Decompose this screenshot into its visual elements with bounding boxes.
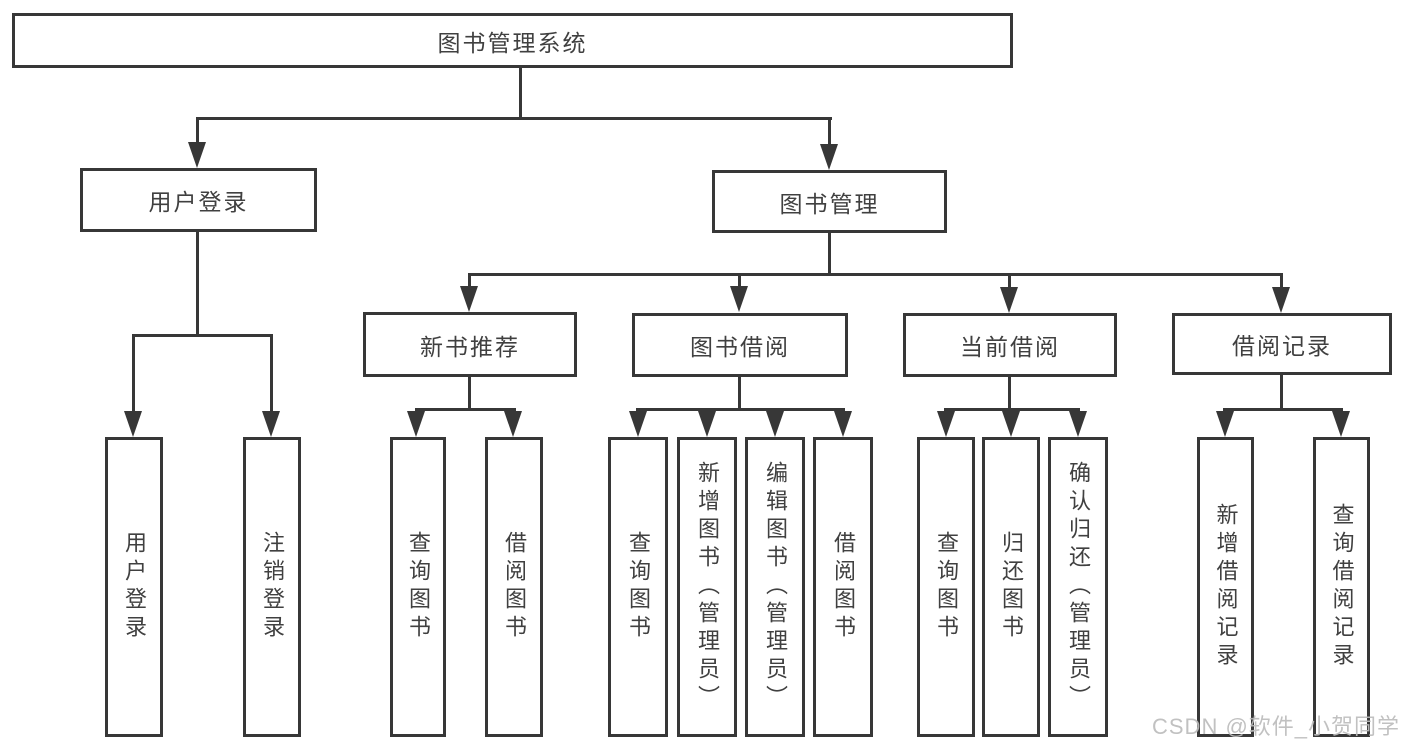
arrowhead-down-icon — [629, 411, 647, 437]
leaf-bb-query-book: 查询图书 — [608, 437, 668, 737]
leaf-cb-return-book: 归还图书 — [982, 437, 1040, 737]
edge-nbr-branch — [415, 408, 516, 411]
leaf-user-login: 用户登录 — [105, 437, 163, 737]
leaf-bb-edit-book-admin: 编辑图书（管理员） — [745, 437, 805, 737]
arrowhead-down-icon — [407, 411, 425, 437]
edge-bb-branch — [636, 408, 845, 411]
arrowhead-down-icon — [504, 411, 522, 437]
arrowhead-down-icon — [1272, 287, 1290, 313]
edge-root-stem — [519, 67, 522, 118]
node-borrow-record: 借阅记录 — [1172, 313, 1392, 375]
edge-to-new-book-recommend — [468, 273, 471, 289]
csdn-watermark: CSDN @软件_小贺同学 — [1152, 714, 1401, 739]
node-user-login: 用户登录 — [80, 168, 317, 232]
node-library-management-system: 图书管理系统 — [12, 13, 1013, 68]
edge-nbr-stem — [468, 377, 471, 409]
edge-user-login-stem — [196, 232, 199, 335]
arrowhead-down-icon — [124, 411, 142, 437]
edge-br-branch — [1223, 408, 1343, 411]
leaf-logout-login: 注销登录 — [243, 437, 301, 737]
arrowhead-down-icon — [730, 286, 748, 312]
node-current-borrow: 当前借阅 — [903, 313, 1117, 377]
edge-cb-branch — [944, 408, 1080, 411]
edge-to-borrow-record — [1280, 273, 1283, 290]
edge-to-book-management — [828, 117, 831, 146]
edge-level2-branch — [468, 273, 1283, 276]
arrowhead-down-icon — [262, 411, 280, 437]
leaf-nbr-borrow-book: 借阅图书 — [485, 437, 543, 737]
edge-to-leaf-user-login — [132, 334, 135, 414]
leaf-cb-query-book: 查询图书 — [917, 437, 975, 737]
edge-book-management-stem — [828, 233, 831, 274]
leaf-cb-confirm-return-admin: 确认归还（管理员） — [1048, 437, 1108, 737]
edge-bb-stem — [738, 377, 741, 409]
arrowhead-down-icon — [188, 142, 206, 168]
leaf-br-add-record: 新增借阅记录 — [1197, 437, 1254, 737]
arrowhead-down-icon — [834, 411, 852, 437]
leaf-nbr-query-book: 查询图书 — [390, 437, 446, 737]
arrowhead-down-icon — [460, 286, 478, 312]
arrowhead-down-icon — [698, 411, 716, 437]
arrowhead-down-icon — [766, 411, 784, 437]
edge-to-current-borrow — [1008, 273, 1011, 290]
edge-user-login-branch — [132, 334, 273, 337]
leaf-bb-borrow-book: 借阅图书 — [813, 437, 873, 737]
leaf-br-query-record: 查询借阅记录 — [1313, 437, 1370, 737]
arrowhead-down-icon — [937, 411, 955, 437]
node-book-borrow: 图书借阅 — [632, 313, 848, 377]
edge-to-book-borrow — [738, 273, 741, 289]
edge-to-user-login — [196, 117, 199, 145]
arrowhead-down-icon — [1069, 411, 1087, 437]
node-book-management: 图书管理 — [712, 170, 947, 233]
arrowhead-down-icon — [1002, 411, 1020, 437]
arrowhead-down-icon — [1216, 411, 1234, 437]
leaf-bb-add-book-admin: 新增图书（管理员） — [677, 437, 737, 737]
edge-level1-branch — [196, 117, 832, 120]
edge-cb-stem — [1008, 377, 1011, 409]
node-new-book-recommend: 新书推荐 — [363, 312, 577, 377]
arrowhead-down-icon — [820, 144, 838, 170]
edge-br-stem — [1280, 375, 1283, 409]
arrowhead-down-icon — [1332, 411, 1350, 437]
arrowhead-down-icon — [1000, 287, 1018, 313]
edge-to-leaf-logout — [270, 334, 273, 414]
